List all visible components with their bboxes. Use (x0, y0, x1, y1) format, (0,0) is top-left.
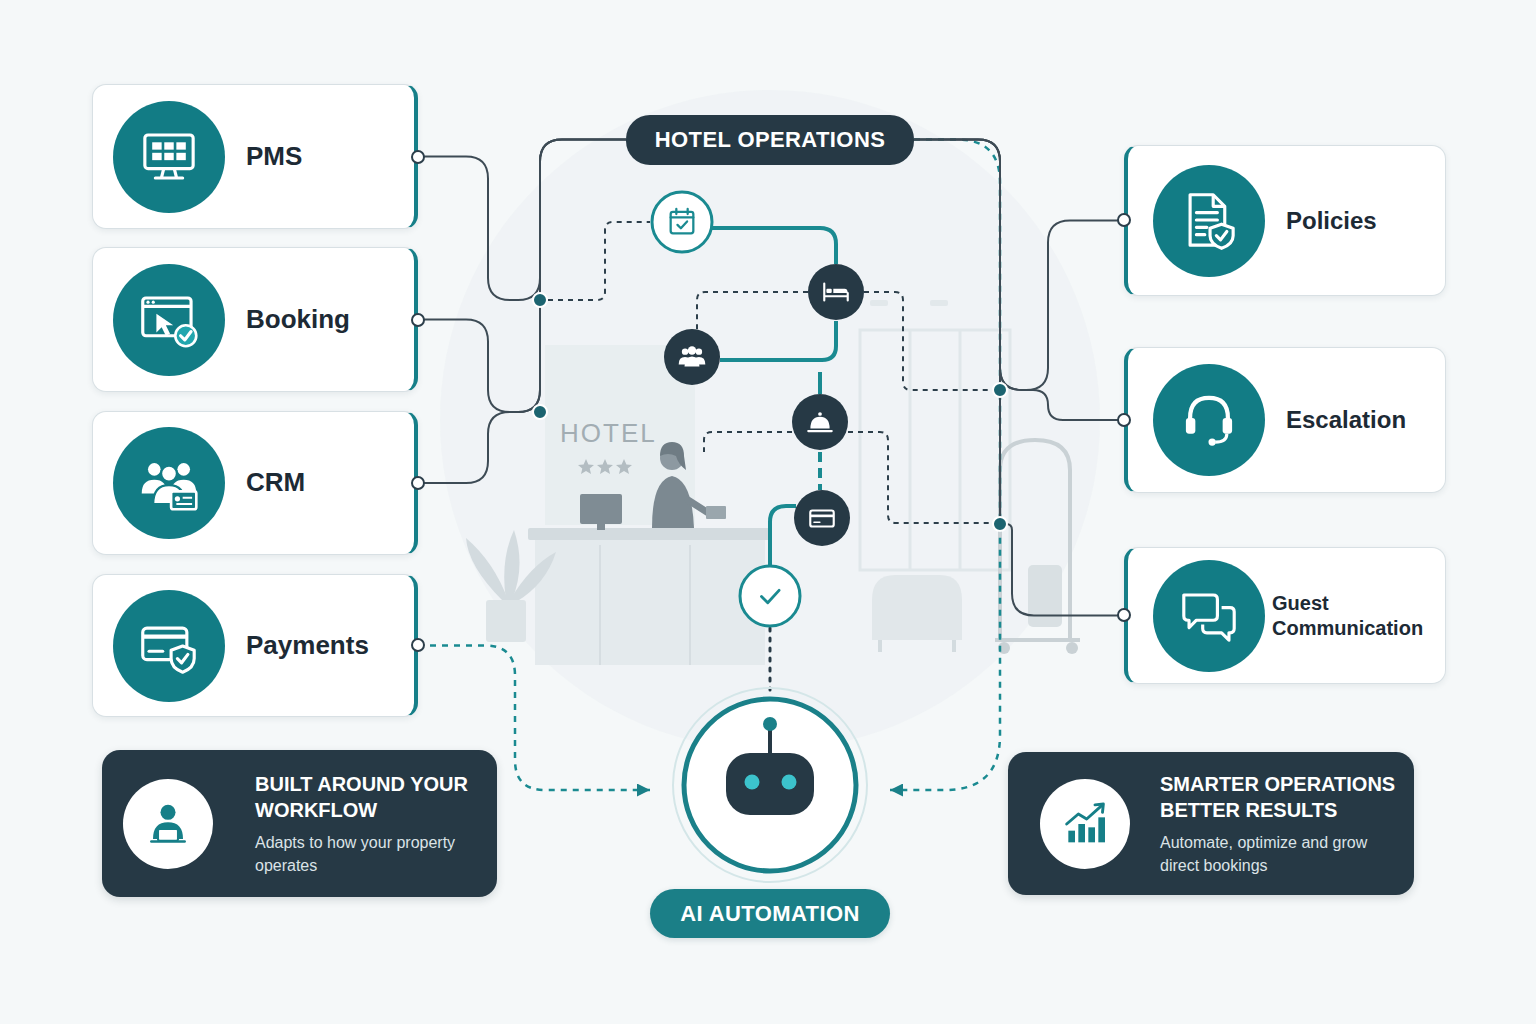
icon-glyph (1184, 595, 1234, 640)
system-box: Payments (92, 574, 418, 717)
ai-hub: AI AUTOMATION (650, 697, 890, 938)
icon-circle (1153, 165, 1265, 277)
icon-badge (113, 427, 225, 539)
box-title: CRM (246, 467, 406, 498)
connector (890, 140, 1000, 791)
text-stack: AI AUTOMATION (650, 889, 890, 938)
box-title: Booking (246, 304, 406, 335)
connector-line (914, 140, 1124, 616)
text-stack: SMARTER OPERATIONS BETTER RESULTS Automat… (1160, 771, 1408, 877)
workflow-lines (548, 222, 994, 690)
connector (914, 140, 1124, 421)
system-box: Booking (92, 247, 418, 392)
icon-circle (113, 264, 225, 376)
icon-circle (113, 427, 225, 539)
icon-badge (113, 101, 225, 213)
feature-panel: SMARTER OPERATIONS BETTER RESULTS Automat… (1008, 752, 1414, 895)
capability-box: Escalation (1124, 347, 1446, 493)
icon-glyph (1067, 804, 1105, 842)
box-title: Payments (246, 630, 406, 661)
plant (466, 530, 556, 642)
icon-circle (123, 779, 213, 869)
system-box: CRM (92, 411, 418, 555)
text-stack: PMS (246, 141, 406, 172)
icon-badge (1040, 779, 1130, 869)
icon-glyph (145, 134, 193, 177)
text-stack: Policies (1286, 206, 1441, 236)
icon-badge (1153, 364, 1265, 476)
box-title: AI AUTOMATION (650, 889, 890, 938)
icon-badge (113, 264, 225, 376)
capability-box: Guest Communication (1124, 547, 1446, 684)
icon-glyph (143, 297, 197, 345)
section-title-pill: HOTEL OPERATIONS (626, 115, 914, 165)
connector (418, 140, 626, 413)
icon-glyph (1186, 398, 1232, 446)
luggage-cart (995, 440, 1080, 654)
text-stack: CRM (246, 467, 406, 498)
box-title: SMARTER OPERATIONS BETTER RESULTS (1160, 771, 1408, 823)
box-title: Guest Communication (1272, 591, 1444, 641)
system-box: PMS (92, 84, 418, 229)
hotel-stars (578, 459, 632, 474)
icon-glyph (151, 804, 184, 841)
capability-box: Policies (1124, 145, 1446, 296)
icon-glyph (142, 463, 197, 509)
icon-badge (123, 779, 213, 869)
text-stack: Booking (246, 304, 406, 335)
connector-line (418, 140, 626, 413)
solid-connectors (418, 140, 1124, 616)
connector (914, 140, 1124, 391)
icon-glyph (1190, 194, 1233, 248)
receptionist (580, 442, 726, 530)
icon-circle (113, 590, 225, 702)
box-body: Adapts to how your property operates (255, 831, 470, 877)
box-title: HOTEL OPERATIONS (655, 127, 886, 153)
icon-circle (113, 101, 225, 213)
icon-circle (1153, 560, 1265, 672)
reception-desk (528, 528, 772, 665)
icon-circle (1153, 364, 1265, 476)
text-stack: Guest Communication (1272, 591, 1444, 641)
connector (914, 140, 1124, 616)
connector-line (914, 140, 1124, 421)
icon-badge (1153, 560, 1265, 672)
port-dots (412, 151, 1130, 651)
text-stack: Escalation (1286, 405, 1441, 435)
icon-circle (1040, 779, 1130, 869)
box-title: Policies (1286, 206, 1441, 236)
armchair (872, 575, 962, 652)
box-title: Escalation (1286, 405, 1441, 435)
connector-line (418, 140, 626, 301)
connector-line (890, 140, 1000, 791)
text-stack: BUILT AROUND YOUR WORKFLOW Adapts to how … (255, 771, 470, 877)
text-stack: HOTEL OPERATIONS (655, 127, 886, 153)
box-title: PMS (246, 141, 406, 172)
box-title: BUILT AROUND YOUR WORKFLOW (255, 771, 470, 823)
sign-text: HOTEL (560, 418, 657, 449)
box-body: Automate, optimize and grow direct booki… (1160, 831, 1408, 877)
dashed-connectors (418, 140, 1000, 791)
robot-emblem (673, 688, 867, 882)
icon-badge (113, 590, 225, 702)
text-stack: Payments (246, 630, 406, 661)
connector (418, 140, 626, 301)
connector-line (914, 140, 1124, 391)
workflow-steps (652, 192, 864, 626)
feature-panel: BUILT AROUND YOUR WORKFLOW Adapts to how … (102, 750, 497, 897)
icon-badge (1153, 165, 1265, 277)
icon-glyph (143, 628, 194, 672)
junction-dot (533, 293, 1007, 531)
